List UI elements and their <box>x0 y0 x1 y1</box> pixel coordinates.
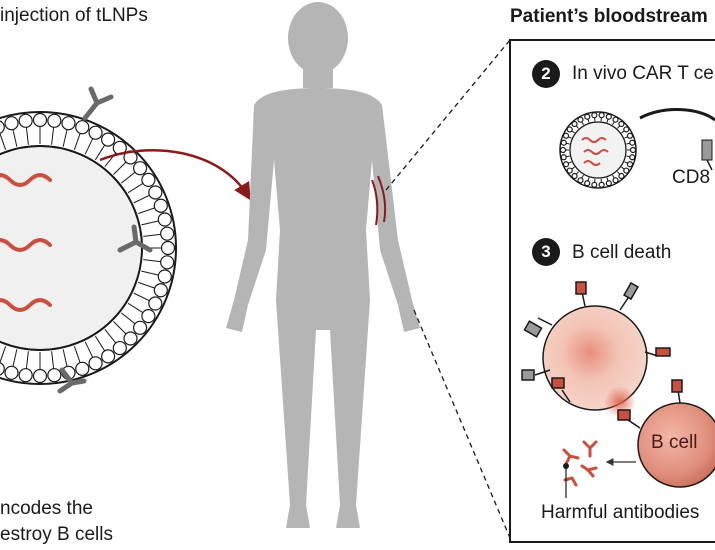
small-lipid-head <box>629 139 636 146</box>
lipid-head <box>153 283 168 298</box>
lipid-head <box>160 240 176 256</box>
lipid-head <box>88 356 103 371</box>
small-lipid-head <box>605 180 612 187</box>
lipid-head <box>88 125 103 140</box>
lipid-head <box>157 269 172 284</box>
caption-line-1: ncodes the <box>0 498 93 519</box>
lipid-head <box>75 361 90 376</box>
lipid-head <box>32 112 48 128</box>
lipid-head <box>47 368 62 383</box>
lipid-head <box>123 331 138 346</box>
small-lipid-head <box>623 126 630 133</box>
lipid-head <box>160 226 175 241</box>
antibody-label-dot <box>563 463 569 469</box>
lipid-head <box>18 113 33 128</box>
lipid-head <box>47 113 62 128</box>
lipid-tail <box>0 345 7 364</box>
small-lipid-head <box>562 132 570 139</box>
b-cell-label: B cell <box>651 432 698 453</box>
lipid-head <box>75 120 90 135</box>
small-lipid-head <box>605 113 612 120</box>
lipid-head <box>141 172 156 187</box>
small-lipid-head <box>629 154 636 161</box>
dying-b-cell <box>521 281 671 411</box>
lipid-head <box>141 309 156 324</box>
lipid-head <box>4 365 19 380</box>
step-3-label: B cell death <box>572 242 672 263</box>
lipid-head <box>101 132 116 147</box>
small-lipid-head <box>560 154 567 161</box>
lipid-head <box>101 349 116 364</box>
lipid-tail <box>0 132 7 151</box>
small-lipid-head <box>591 181 598 188</box>
small-lipid-head <box>560 139 567 146</box>
small-lipid-head <box>562 161 570 168</box>
lipid-head <box>132 320 148 335</box>
lipid-nanoparticle-small <box>559 111 637 189</box>
small-lipid-head <box>612 116 619 123</box>
step-3-badge: 3 <box>532 238 560 266</box>
step-2-badge: 2 <box>532 60 560 88</box>
harmful-antibodies-label: Harmful antibodies <box>541 502 700 523</box>
small-lipid-head <box>626 161 634 168</box>
small-lipid-head <box>623 167 630 174</box>
small-lipid-head <box>612 177 619 184</box>
small-lipid-head <box>618 120 625 128</box>
lipid-head <box>4 116 19 131</box>
lipid-head <box>112 340 127 356</box>
small-lipid-head <box>591 112 598 119</box>
injection-title: injection of tLNPs <box>0 5 148 26</box>
small-lipid-head <box>571 172 578 180</box>
small-lipid-head <box>626 132 634 139</box>
lipid-head <box>0 362 5 376</box>
lipid-nanoparticle-large <box>0 86 177 394</box>
lipid-head <box>0 120 5 134</box>
lipid-head <box>148 185 163 200</box>
lipid-head <box>18 368 33 383</box>
caption-line-2: estroy B cells <box>0 524 113 545</box>
lipid-head <box>148 296 163 311</box>
cd8-receptor <box>701 139 713 171</box>
cd8-label: CD8 <box>672 167 711 188</box>
cd8-binding-arc <box>639 108 715 122</box>
bloodstream-title: Patient’s bloodstream <box>510 6 708 27</box>
small-lipid-head <box>566 167 573 174</box>
small-lipid-head <box>618 172 625 180</box>
callout-lines <box>385 39 511 539</box>
small-lipid-head <box>584 113 591 120</box>
mrna-strands <box>0 173 52 312</box>
lipid-head <box>153 198 168 213</box>
small-lipid-head <box>629 146 637 154</box>
antibody-icons <box>57 86 153 394</box>
injection-site <box>371 175 387 226</box>
lipid-head <box>61 116 76 131</box>
car-receptors <box>521 281 671 403</box>
step-2-label: In vivo CAR T cell <box>572 63 715 84</box>
small-lipid-head <box>559 146 567 154</box>
small-lipid-head <box>598 112 605 119</box>
small-lipid-head <box>598 181 605 188</box>
lipid-head <box>157 212 172 227</box>
small-lipid-head <box>571 120 578 128</box>
lipid-head <box>32 368 48 384</box>
small-lipid-head <box>584 180 591 187</box>
small-lipid-head <box>566 126 573 133</box>
small-lipid-head <box>577 116 584 123</box>
human-silhouette <box>226 2 420 528</box>
injection-arrow <box>99 149 251 201</box>
small-lipid-head <box>577 177 584 184</box>
lipid-head <box>132 161 148 176</box>
lipid-head <box>160 255 175 270</box>
b-cell <box>617 379 715 488</box>
